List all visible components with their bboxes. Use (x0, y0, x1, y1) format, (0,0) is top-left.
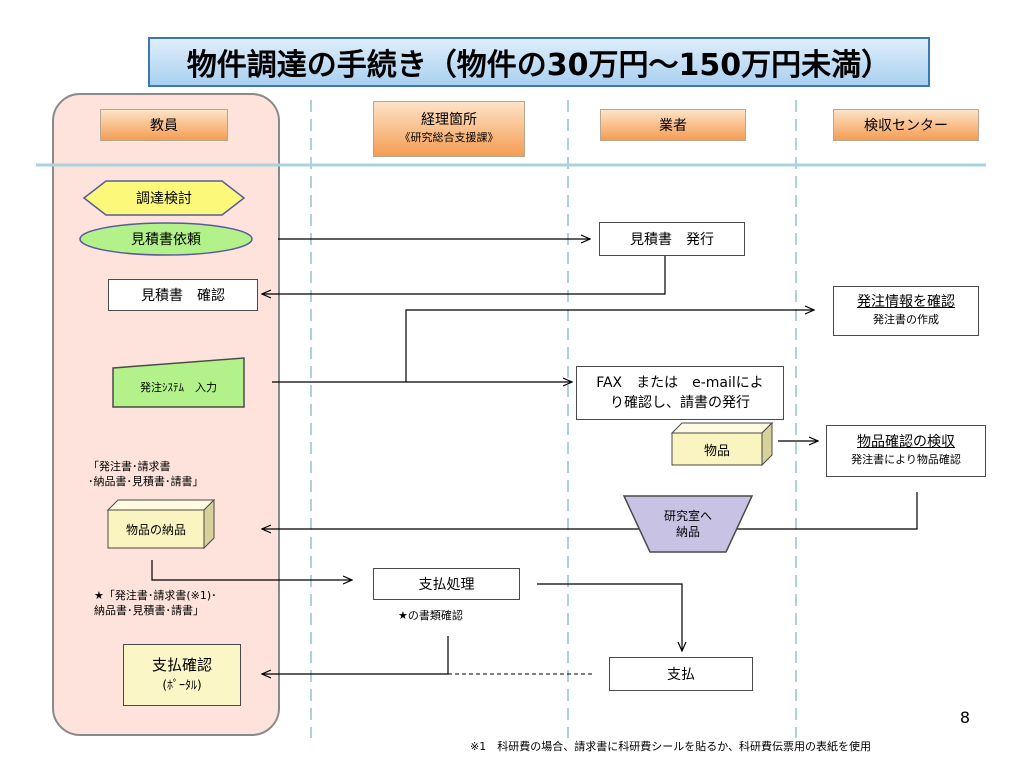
footnote: ※1 科研費の場合、請求書に科研費シールを貼るか、科研費伝票用の表紙を使用 (470, 738, 1010, 754)
inspect-goods-label: 物品確認の検収 (857, 434, 955, 450)
issue-quote-node: 見積書 発行 (599, 222, 745, 256)
fax-email-line2: り確認し、請書の発行 (610, 395, 750, 411)
submit-note-line2: 納品書･見積書･請書」 (94, 604, 204, 617)
lane-header-teacher-label: 教員 (150, 118, 178, 134)
footnote-text: ※1 科研費の場合、請求書に科研費シールを貼るか、科研費伝票用の表紙を使用 (470, 740, 871, 753)
lane-header-vendor: 業者 (600, 109, 746, 141)
documents-note-line1: 「発注書･請求書 (88, 460, 171, 473)
document-check-label: ★の書類確認 (398, 609, 463, 622)
documents-note: 「発注書･請求書 ･納品書･見積書･請書」 (88, 459, 204, 489)
order-input-label: 発注ｼｽﾃﾑ 入力 (140, 380, 217, 394)
request-quote-node: 見積書依頼 (80, 223, 252, 255)
lane-header-vendor-label: 業者 (659, 118, 687, 134)
delivery-cube-shape (106, 498, 216, 550)
page-title: 物件調達の手続き（物件の30万円〜150万円未満） (148, 37, 930, 87)
page-number: 8 (940, 708, 970, 727)
arrow-order-to-inspection (405, 310, 814, 382)
payment-confirm-sublabel: (ﾎﾟｰﾀﾙ) (162, 678, 202, 692)
inspect-goods-node: 物品確認の検収 発注書により物品確認 (826, 425, 986, 477)
procurement-review-shape (82, 180, 246, 216)
fax-email-line1: FAX または e-mailによ (596, 375, 764, 391)
page-number-label: 8 (959, 708, 970, 727)
fax-email-node: FAX または e-mailによ り確認し、請書の発行 (576, 366, 784, 420)
procurement-review-label: 調達検討 (136, 191, 192, 207)
lane-header-accounting: 経理箇所 《研究総合支援課》 (373, 101, 525, 157)
arrow-payment-confirm (262, 636, 449, 674)
to-lab-shape (622, 495, 754, 553)
confirm-order-info-label: 発注情報を確認 (857, 294, 955, 310)
payment-confirm-label: 支払確認 (151, 656, 212, 674)
payment-node: 支払 (609, 657, 753, 691)
to-lab-line1: 研究室へ (663, 509, 712, 523)
arrow-payment (537, 583, 682, 651)
payment-processing-node: 支払処理 (373, 568, 520, 600)
goods-node: 物品 (672, 433, 762, 465)
submit-note-line1: ★「発注書･請求書(※1)･ (94, 589, 217, 602)
arrow-submit-documents (151, 560, 352, 580)
arrow-return-quote (262, 256, 666, 294)
to-lab-line2: 納品 (675, 525, 700, 539)
order-input-shape (112, 357, 245, 408)
delivery-label: 物品の納品 (125, 522, 186, 537)
goods-label: 物品 (703, 443, 730, 459)
lane-header-accounting-sublabel: 《研究総合支援課》 (399, 131, 499, 144)
order-input-node: 発注ｼｽﾃﾑ 入力 (113, 366, 244, 407)
lane-header-inspection: 検収センター (833, 109, 979, 141)
confirm-order-info-sublabel: 発注書の作成 (873, 313, 939, 326)
issue-quote-label: 見積書 発行 (630, 232, 714, 248)
procurement-review-node: 調達検討 (84, 181, 244, 215)
lane-header-teacher: 教員 (100, 109, 228, 141)
documents-note-line2: ･納品書･見積書･請書」 (88, 475, 204, 488)
request-quote-shape (79, 222, 253, 256)
to-lab-node: 研究室へ 納品 (640, 500, 736, 548)
confirm-order-info-node: 発注情報を確認 発注書の作成 (833, 286, 979, 336)
submit-documents-note: ★「発注書･請求書(※1)･ 納品書･見積書･請書」 (94, 588, 217, 618)
page-title-text: 物件調達の手続き（物件の30万円〜150万円未満） (186, 48, 892, 83)
inspect-goods-sublabel: 発注書により物品確認 (851, 453, 961, 466)
payment-confirm-node: 支払確認 (ﾎﾟｰﾀﾙ) (123, 644, 241, 706)
document-check-note: ★の書類確認 (398, 608, 463, 623)
confirm-quote-label: 見積書 確認 (141, 288, 225, 304)
lane-header-accounting-label: 経理箇所 (421, 112, 477, 128)
lane-header-inspection-label: 検収センター (864, 118, 948, 134)
arrow-deliver-to-teacher (262, 492, 918, 529)
request-quote-label: 見積書依頼 (131, 232, 201, 248)
payment-processing-label: 支払処理 (418, 577, 475, 593)
payment-label: 支払 (667, 667, 695, 683)
delivery-node: 物品の納品 (108, 510, 204, 548)
confirm-quote-node: 見積書 確認 (108, 279, 258, 311)
goods-cube-shape (670, 421, 774, 467)
